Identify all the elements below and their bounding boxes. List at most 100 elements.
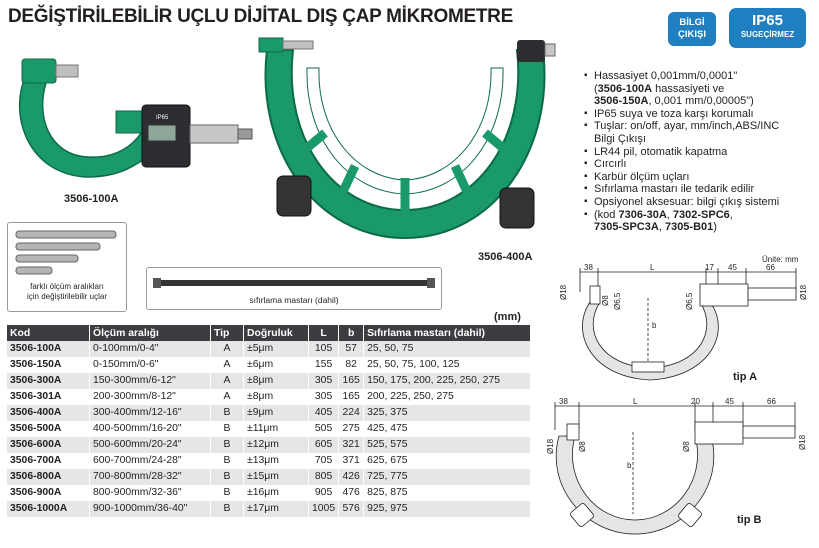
table-cell: 900-1000mm/36-40"	[89, 501, 211, 517]
table-cell: 3506-300A	[7, 373, 90, 389]
table-cell: 82	[338, 357, 365, 373]
table-header-row: Kod Ölçüm aralığı Tip Doğruluk L b Sıfır…	[7, 325, 532, 341]
table-cell: ±13μm	[243, 453, 309, 469]
table-cell: 371	[338, 453, 365, 469]
table-cell: 165	[338, 389, 365, 405]
feature-text: ,	[658, 221, 665, 234]
dim-a-d6-5b: Ø6,5	[685, 292, 694, 310]
table-cell: B	[210, 485, 244, 501]
dim-b-b: b	[627, 461, 632, 470]
table-cell: 3506-900A	[7, 485, 90, 501]
table-cell: 300-400mm/12-16"	[89, 405, 211, 421]
table-cell: 825, 875	[363, 485, 532, 501]
feature-text: Cırcırlı	[594, 158, 627, 171]
table-cell: 3506-301A	[7, 389, 90, 405]
table-cell: 321	[338, 437, 365, 453]
dim-b-left: 38	[559, 397, 568, 406]
table-cell: 200-300mm/8-12"	[89, 389, 211, 405]
feature-text: )	[713, 221, 717, 234]
table-cell: 25, 50, 75, 100, 125	[363, 357, 532, 373]
dim-b-d8: Ø8	[578, 441, 587, 452]
table-cell: 3506-700A	[7, 453, 90, 469]
drawing-b-labels: 38 L 20 45 66 Ø18 Ø8 Ø8 Ø18 b	[546, 397, 807, 470]
table-cell: 405	[308, 405, 340, 421]
table-cell: 3506-500A	[7, 421, 90, 437]
dim-a-l: L	[650, 263, 655, 272]
setting-standard-caption: sıfırlama mastarı (dahil)	[249, 295, 339, 305]
dim-a-right-small: 17	[705, 263, 714, 272]
table-cell: 57	[338, 341, 365, 357]
display-brand-label: IP65	[156, 115, 169, 121]
table-cell: 0-100mm/0-4"	[89, 341, 211, 357]
feature-text: hassasiyeti ve	[652, 82, 725, 95]
feature-item: Karbür ölçüm uçları	[584, 171, 816, 184]
col-b: b	[338, 325, 365, 341]
feature-text: 7305-SPC3A	[594, 221, 659, 234]
table-cell: B	[210, 501, 244, 517]
table-cell: 725, 775	[363, 469, 532, 485]
anvil-set-image	[15, 230, 117, 275]
table-cell: 224	[338, 405, 365, 421]
table-cell: 3506-150A	[7, 357, 90, 373]
table-cell: B	[210, 437, 244, 453]
drawing-a-labels: 38 L 17 45 66 Ø18 Ø8 Ø6,5 Ø6,5 Ø18 b	[559, 263, 808, 330]
table-cell: 425, 475	[363, 421, 532, 437]
table-cell: 400-500mm/16-20"	[89, 421, 211, 437]
feature-text: Bilgi Çıkışı	[594, 132, 646, 145]
feature-text: Opsiyonel aksesuar: bilgi çıkış sistemi	[594, 195, 780, 208]
table-cell: A	[210, 357, 244, 373]
table-unit-label: (mm)	[494, 311, 521, 323]
feature-text: (	[594, 82, 598, 95]
table-cell: 150-300mm/6-12"	[89, 373, 211, 389]
table-cell: 705	[308, 453, 340, 469]
table-cell: A	[210, 373, 244, 389]
dim-b-d18-left: Ø18	[546, 438, 555, 454]
table-cell: ±9μm	[243, 405, 309, 421]
table-cell: ±8μm	[243, 389, 309, 405]
table-cell: A	[210, 389, 244, 405]
ip65-label: IP65	[752, 12, 783, 29]
feature-text: Sıfırlama mastarı ile tedarik edilir	[594, 183, 755, 196]
table-cell: 500-600mm/20-24"	[89, 437, 211, 453]
feature-text: LR44 pil, otomatik kapatma	[594, 145, 728, 158]
caption-small: 3506-100A	[64, 193, 119, 205]
table-cell: ±16μm	[243, 485, 309, 501]
dim-a-left: 38	[584, 263, 593, 272]
table-cell: 3506-400A	[7, 405, 90, 421]
features-list: Hassasiyet 0,001mm/0,0001"(3506-100A has…	[584, 70, 816, 234]
spec-table: Kod Ölçüm aralığı Tip Doğruluk L b Sıfır…	[7, 325, 532, 517]
feature-text: Hassasiyet 0,001mm/0,0001"	[594, 70, 738, 82]
feature-item: Bilgi Çıkışı	[584, 133, 816, 146]
table-cell: 3506-1000A	[7, 501, 90, 517]
feature-item: Opsiyonel aksesuar: bilgi çıkış sistemi	[584, 196, 816, 209]
feature-text: 7305-B01	[664, 221, 714, 234]
table-cell: 3506-800A	[7, 469, 90, 485]
col-accuracy: Doğruluk	[243, 325, 309, 341]
table-cell: 155	[308, 357, 340, 373]
table-cell: 305	[308, 373, 340, 389]
table-cell: 3506-600A	[7, 437, 90, 453]
badge-line-2: ÇIKIŞI	[678, 29, 706, 40]
feature-item: Cırcırlı	[584, 158, 816, 171]
feature-item: IP65 suya ve toza karşı korumalı	[584, 108, 816, 121]
dim-a-d18-right: Ø18	[799, 284, 808, 300]
table-cell: 905	[308, 485, 340, 501]
table-cell: 325, 375	[363, 405, 532, 421]
feature-item: Tuşlar: on/off, ayar, mm/inch,ABS/INC	[584, 120, 816, 133]
dim-b-right-small: 20	[691, 397, 700, 406]
setting-standard-box: sıfırlama mastarı (dahil)	[146, 267, 442, 310]
ip65-badge: IP65 SUGEÇİRMEZ	[729, 8, 806, 48]
table-cell: 525, 575	[363, 437, 532, 453]
table-cell: B	[210, 469, 244, 485]
table-cell: 0-150mm/0-6"	[89, 357, 211, 373]
feature-item: 7305-SPC3A, 7305-B01)	[584, 221, 816, 234]
table-cell: 3506-100A	[7, 341, 90, 357]
setting-standard-image	[153, 278, 435, 288]
waterproof-label: SUGEÇİRMEZ	[740, 30, 795, 39]
col-code: Kod	[7, 325, 90, 341]
